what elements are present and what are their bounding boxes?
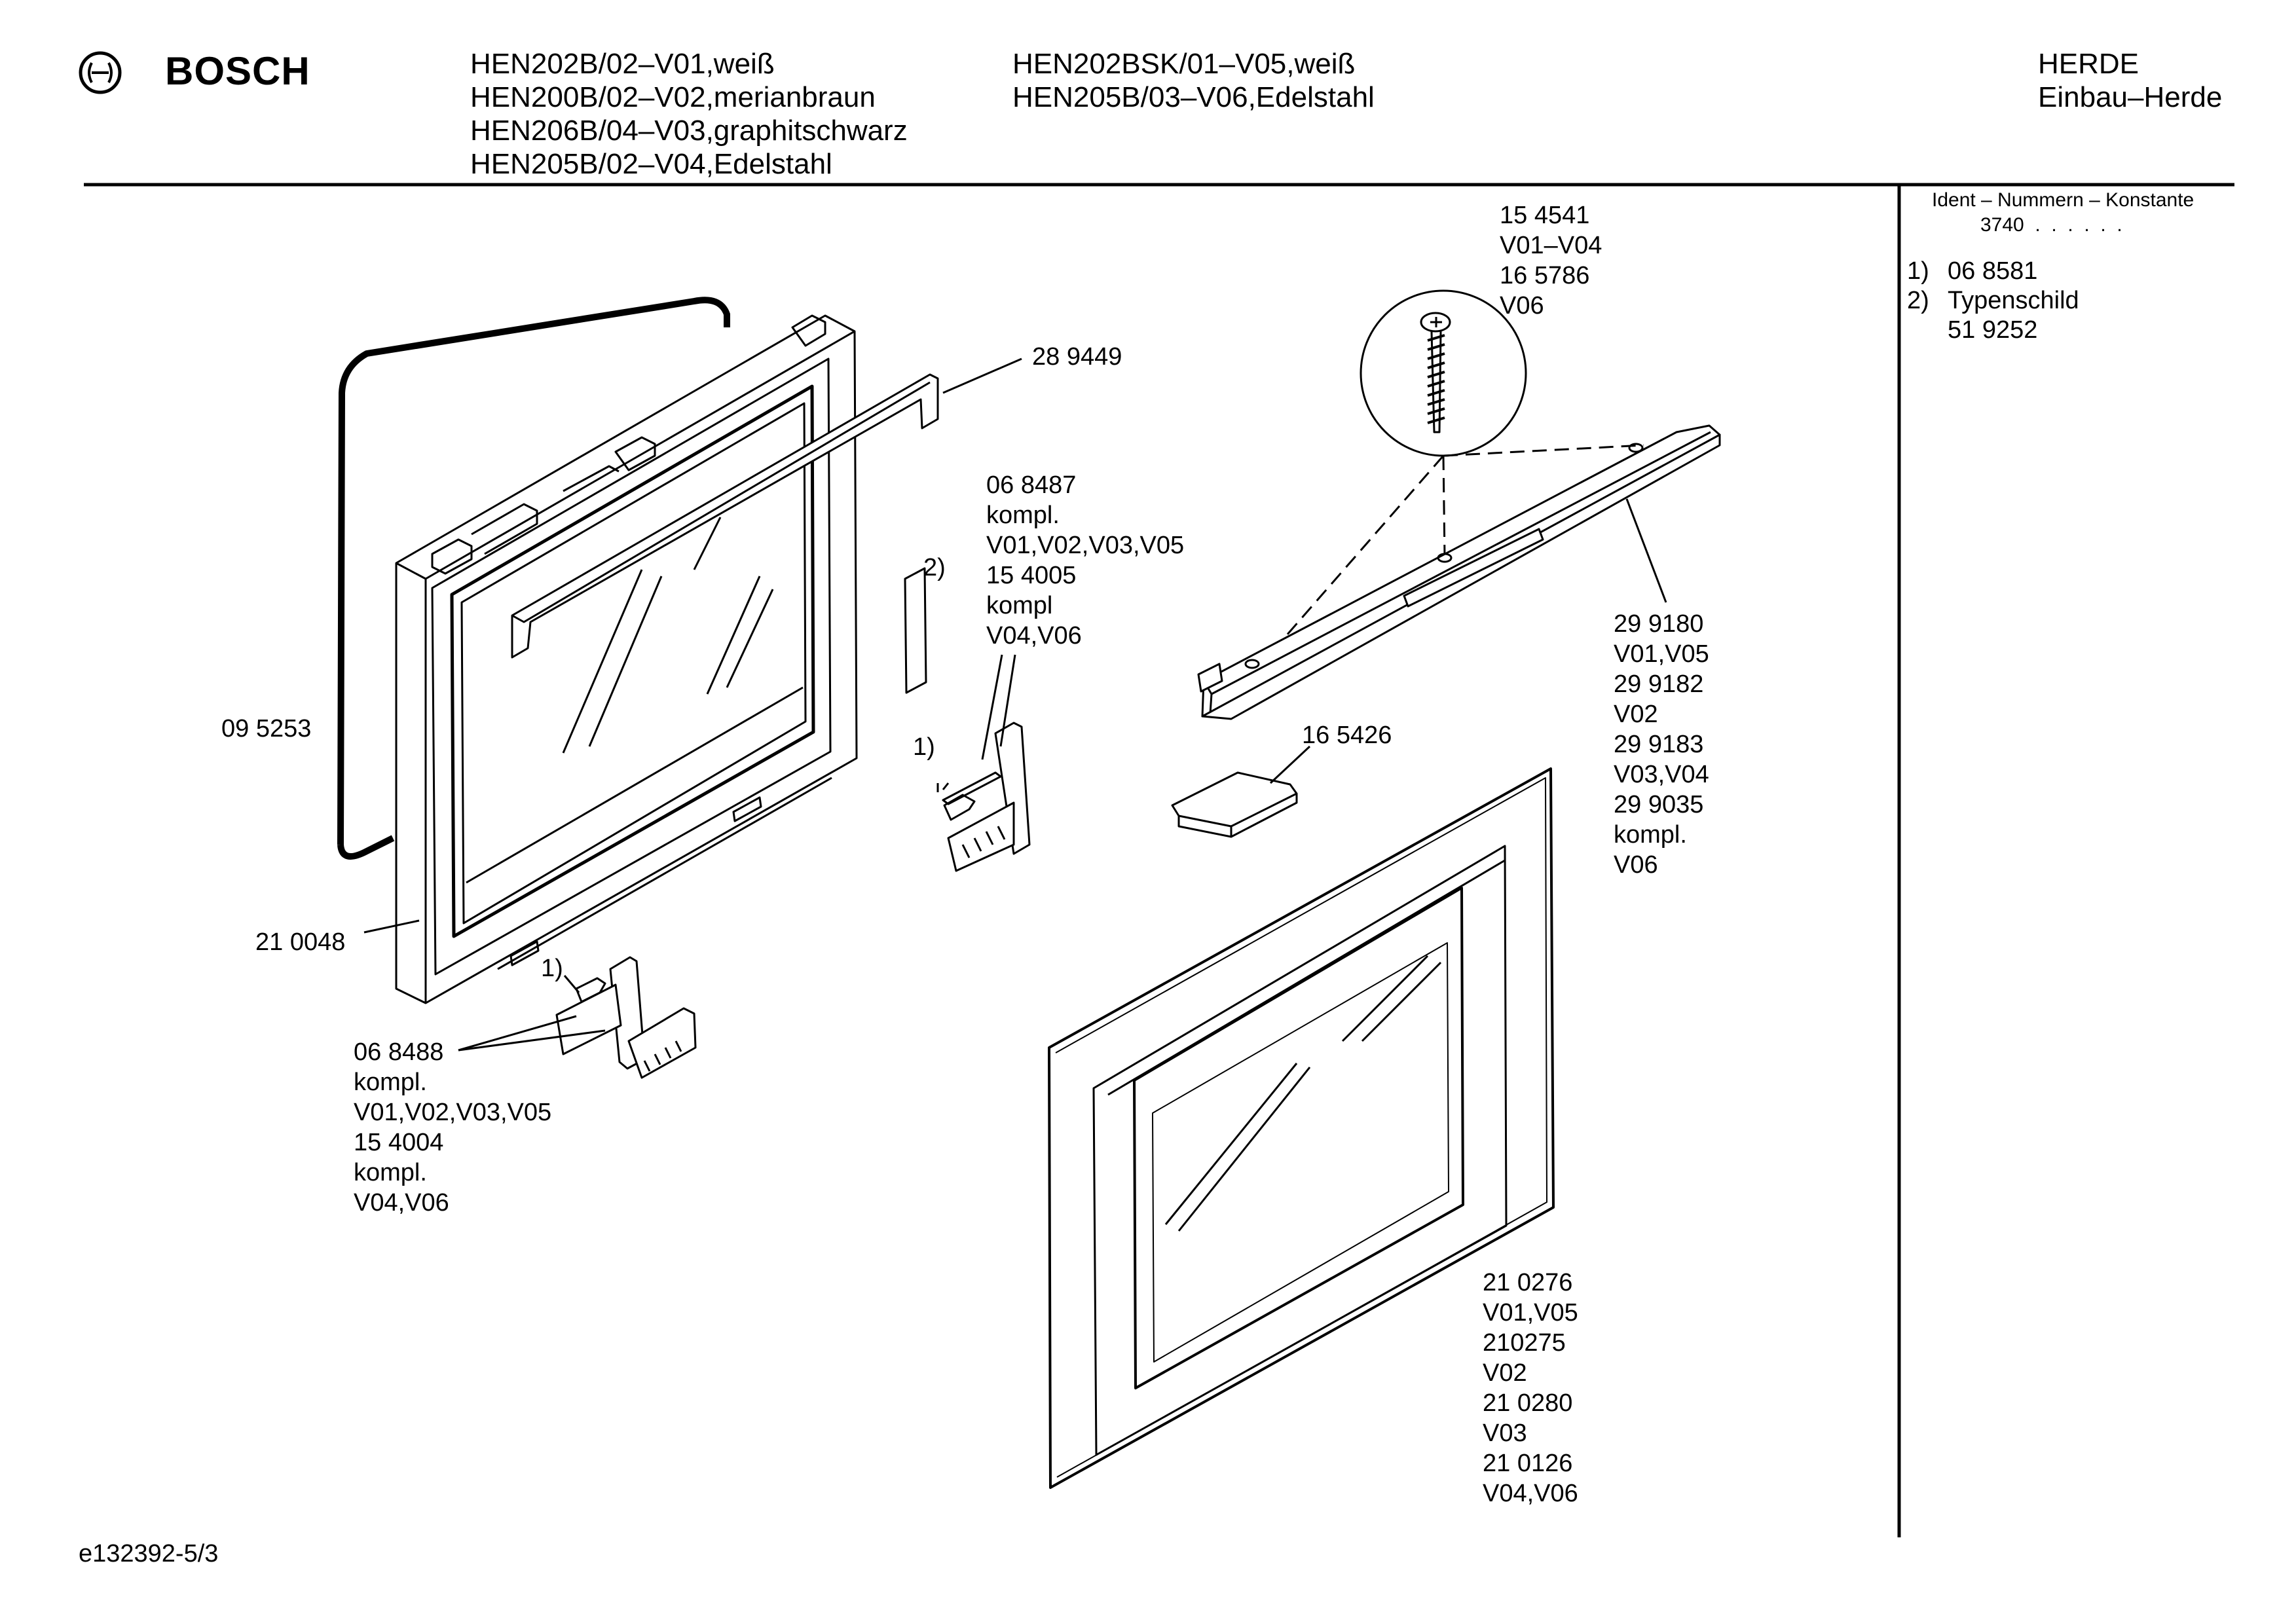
type-plate-part bbox=[904, 567, 927, 694]
handle-label: 29 9180 V01,V05 29 9182 V02 29 9183 V03,… bbox=[1614, 609, 1709, 880]
part-number: 15 4541 bbox=[1500, 202, 1590, 229]
part-number: 29 9183 bbox=[1614, 731, 1704, 758]
part-number: 21 0126 bbox=[1483, 1450, 1573, 1477]
leader bbox=[999, 654, 1016, 747]
type-plate-note: 2) bbox=[923, 554, 946, 581]
variant: V03,V04 bbox=[1614, 761, 1709, 788]
note-number: 2) bbox=[1907, 287, 1929, 314]
right-hinge-label: 06 8487 kompl. V01,V02,V03,V05 15 4005 k… bbox=[986, 470, 1184, 651]
part-number: 29 9035 bbox=[1614, 791, 1704, 818]
outer-glass-label: 21 0276 V01,V05 210275 V02 21 0280 V03 2… bbox=[1483, 1268, 1578, 1509]
note-number: 1) bbox=[1907, 257, 1929, 285]
notes-list: 1) 06 8581 2) Typenschild 51 9252 bbox=[1907, 257, 2079, 345]
top-bar-part bbox=[511, 373, 939, 659]
part-note: kompl. bbox=[1614, 821, 1687, 849]
leader bbox=[458, 1029, 606, 1052]
variant: V02 bbox=[1483, 1359, 1527, 1387]
clip-note-left: 1) bbox=[541, 955, 563, 982]
ident-title: Ident – Nummern – Konstante bbox=[1932, 189, 2194, 211]
variant: V03 bbox=[1483, 1420, 1527, 1447]
door-frame-part bbox=[395, 314, 858, 1004]
part-number: 16 5786 bbox=[1500, 262, 1590, 289]
model-line: HEN205B/02–V04,Edelstahl bbox=[470, 148, 832, 180]
end-cap-label: 16 5426 bbox=[1302, 722, 1392, 749]
note-row: 1) 06 8581 bbox=[1907, 257, 2037, 286]
variant: V02 bbox=[1614, 701, 1658, 728]
part-number: 210275 bbox=[1483, 1329, 1566, 1357]
variant: V06 bbox=[1614, 851, 1658, 879]
leader bbox=[458, 1015, 577, 1052]
part-number: 29 9182 bbox=[1614, 670, 1704, 698]
variant: V01,V05 bbox=[1614, 640, 1709, 668]
leader bbox=[942, 357, 1022, 394]
left-hinge-part bbox=[555, 956, 697, 1079]
right-hinge-part bbox=[936, 722, 1031, 872]
variant: V04,V06 bbox=[354, 1189, 449, 1217]
part-number: 06 8488 bbox=[354, 1038, 444, 1066]
leader bbox=[981, 654, 1003, 760]
outer-glass-part bbox=[1048, 767, 1555, 1489]
bosch-armature-icon bbox=[79, 51, 122, 94]
model-line: HEN200B/02–V02,merianbraun bbox=[470, 81, 876, 113]
part-note: kompl. bbox=[986, 502, 1060, 529]
frame-label: 21 0048 bbox=[255, 928, 346, 956]
model-line: HEN202B/02–V01,weiß bbox=[470, 48, 775, 80]
model-line: HEN205B/03–V06,Edelstahl bbox=[1012, 81, 1375, 113]
leader bbox=[1269, 745, 1311, 784]
part-number: 06 8487 bbox=[986, 471, 1077, 499]
left-hinge-label: 06 8488 kompl. V01,V02,V03,V05 15 4004 k… bbox=[354, 1037, 551, 1218]
part-number: 15 4005 bbox=[986, 562, 1077, 589]
part-number: 21 0276 bbox=[1483, 1269, 1573, 1296]
seal-label: 09 5253 bbox=[221, 715, 312, 742]
category: HERDE Einbau–Herde bbox=[2038, 47, 2222, 114]
part-note: kompl bbox=[986, 592, 1053, 619]
variant: V06 bbox=[1500, 292, 1544, 320]
screw-leaders bbox=[1263, 444, 1644, 662]
variant: V01,V02,V03,V05 bbox=[986, 532, 1185, 559]
part-note: kompl. bbox=[354, 1159, 427, 1186]
category-line: HERDE bbox=[2038, 48, 2139, 80]
note-row: 51 9252 bbox=[1907, 316, 2037, 345]
ident-value: 3740 . . . . . . bbox=[1980, 214, 2122, 236]
top-bar-label: 28 9449 bbox=[1032, 343, 1122, 371]
brand-name: BOSCH bbox=[165, 49, 310, 93]
model-list-left: HEN202B/02–V01,weiß HEN200B/02–V02,meria… bbox=[470, 47, 908, 181]
leader bbox=[563, 975, 580, 993]
handle-part bbox=[1197, 424, 1721, 720]
model-list-right: HEN202BSK/01–V05,weiß HEN205B/03–V06,Ede… bbox=[1012, 47, 1375, 114]
note-text: 06 8581 bbox=[1948, 257, 2038, 285]
screw-detail bbox=[1360, 289, 1527, 457]
variant: V04,V06 bbox=[1483, 1480, 1578, 1507]
door-seal-part bbox=[337, 297, 730, 860]
model-line: HEN206B/04–V03,graphitschwarz bbox=[470, 115, 908, 147]
leader bbox=[1625, 498, 1667, 603]
note-row: 2) Typenschild bbox=[1907, 286, 2079, 316]
note-text: 51 9252 bbox=[1948, 316, 2038, 344]
category-line: Einbau–Herde bbox=[2038, 81, 2223, 113]
part-note: kompl. bbox=[354, 1069, 427, 1096]
variant: V01,V05 bbox=[1483, 1299, 1578, 1327]
variant: V01–V04 bbox=[1500, 232, 1602, 259]
drawing-id: e132392-5/3 bbox=[79, 1540, 219, 1567]
model-line: HEN202BSK/01–V05,weiß bbox=[1012, 48, 1356, 80]
clip-note-right: 1) bbox=[913, 733, 935, 761]
screw-label: 15 4541 V01–V04 16 5786 V06 bbox=[1500, 200, 1602, 321]
brand-logo bbox=[77, 50, 123, 99]
variant: V01,V02,V03,V05 bbox=[354, 1099, 552, 1126]
leader bbox=[363, 919, 420, 934]
part-number: 15 4004 bbox=[354, 1129, 444, 1156]
variant: V04,V06 bbox=[986, 622, 1082, 650]
part-number: 21 0280 bbox=[1483, 1389, 1573, 1417]
part-number: 29 9180 bbox=[1614, 610, 1704, 638]
end-cap-part bbox=[1171, 771, 1298, 838]
note-text: Typenschild bbox=[1948, 287, 2079, 314]
